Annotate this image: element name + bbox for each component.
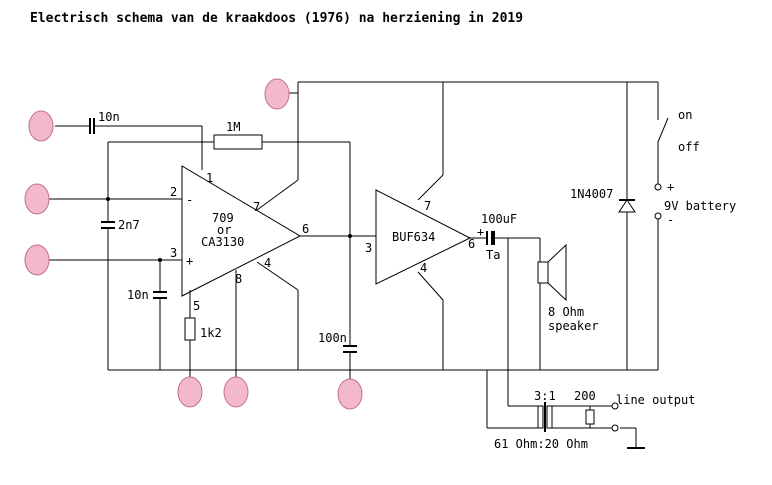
touch-pad[interactable] [223,376,249,408]
label-res-1k2: 1k2 [200,326,222,340]
touch-pads [24,78,363,410]
capacitor-100n [343,345,357,353]
opamp-plus-sign: + [186,254,193,268]
touch-pad[interactable] [24,244,50,276]
label-cap-100uF: 100uF [481,212,517,226]
buffer-pin7: 7 [424,199,431,213]
opamp-pin7: 7 [253,200,260,214]
label-transformer-impedance: 61 Ohm:20 Ohm [494,437,588,451]
buffer-symbol [375,189,472,285]
capacitor-100uF [486,231,495,245]
label-battery-minus: - [667,213,674,227]
label-cap-10n-top: 10n [98,110,120,124]
label-battery-plus: + [667,180,674,194]
label-res-200: 200 [574,389,596,403]
label-cap-100n: 100n [318,331,347,345]
opamp-pin4: 4 [264,256,271,270]
opamp-pin6: 6 [302,222,309,236]
battery-terminal-minus [654,212,662,220]
label-line-output: line output [616,393,695,407]
speaker-icon [537,243,567,302]
opamp-minus-sign: - [186,193,193,207]
resistor-1k2 [184,317,196,341]
touch-pad[interactable] [264,78,290,110]
transformer-icon [537,402,553,432]
label-res-1M: 1M [226,120,240,134]
label-switch-off: off [678,140,700,154]
opamp-label-or: or [217,223,231,237]
label-cap-10n-left: 10n [127,288,149,302]
opamp-pin1: 1 [206,171,213,185]
opamp-label-709: 709 [212,211,234,225]
opamp-pin3: 3 [170,246,177,260]
buffer-pin4: 4 [420,261,427,275]
touch-pad[interactable] [28,110,54,142]
opamp-label-ca3130: CA3130 [201,235,244,249]
capacitor-2n7 [101,221,115,229]
wires [48,81,659,449]
diagram-title: Electrisch schema van de kraakdoos (1976… [30,11,523,26]
opamp-pin8: 8 [235,272,242,286]
touch-pad[interactable] [24,183,50,215]
buffer-pin6: 6 [468,237,475,251]
buffer-pin3: 3 [365,241,372,255]
line-output-terminal-2 [611,424,619,432]
label-speaker: speaker [548,319,599,333]
label-cap-type: Ta [486,248,500,262]
label-battery: 9V battery [664,199,736,213]
label-transformer-ratio: 3:1 [534,389,556,403]
buffer-plus-sign: + [477,225,484,239]
touch-pad[interactable] [337,378,363,410]
junctions [106,197,352,262]
label-speaker-ohm: 8 Ohm [548,305,584,319]
opamp-pin5: 5 [193,299,200,313]
buffer-label: BUF634 [392,230,435,244]
label-switch-on: on [678,108,692,122]
battery-terminal-plus [654,183,662,191]
diode-icon [618,199,636,213]
line-output-terminal-1 [611,402,619,410]
resistor-200 [585,409,595,425]
capacitor-10n-left [153,291,167,299]
capacitor-10n-top [89,118,95,134]
switch-icon [657,117,669,143]
label-diode: 1N4007 [570,187,613,201]
opamp-symbol [181,165,302,297]
label-cap-2n7: 2n7 [118,218,140,232]
opamp-pin2: 2 [170,185,177,199]
resistor-1M [213,134,263,150]
touch-pad[interactable] [177,376,203,408]
